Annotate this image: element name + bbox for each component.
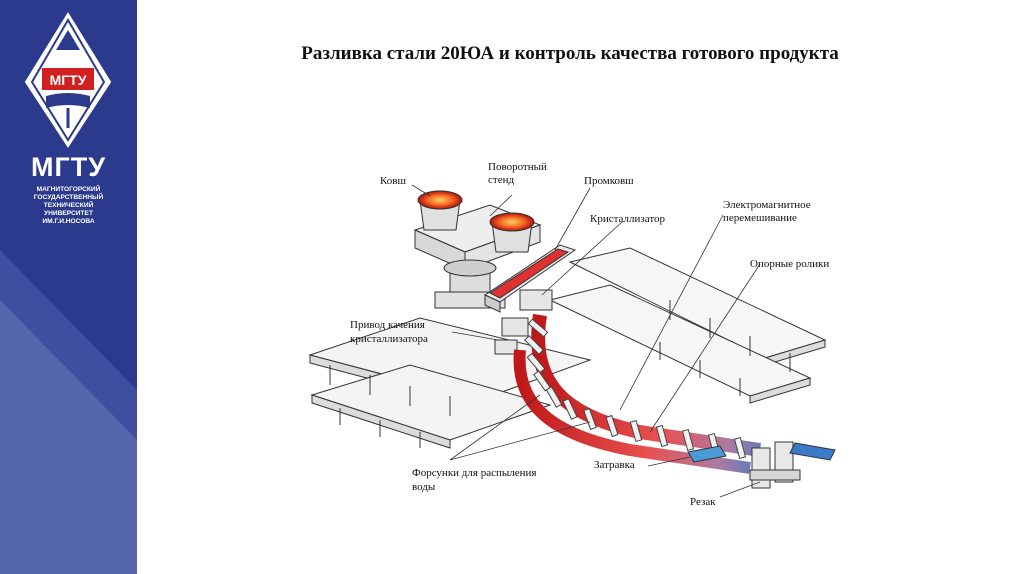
label-sprays-line2: воды xyxy=(412,481,436,493)
label-turret-line2: стенд xyxy=(488,174,514,186)
upper-platform xyxy=(548,247,827,404)
strand xyxy=(513,313,762,474)
label-ladle: Ковш xyxy=(380,175,406,187)
ladle-left xyxy=(417,190,463,231)
label-dummy-bar: Затравка xyxy=(594,459,635,471)
emblem-text: МГТУ xyxy=(50,72,87,88)
university-full-name: МАГНИТОГОРСКИЙ ГОСУДАРСТВЕННЫЙ ТЕХНИЧЕСК… xyxy=(0,186,137,226)
university-abbreviation: МГТУ xyxy=(30,152,107,182)
output-slab xyxy=(789,442,836,461)
university-emblem-icon: МГТУ xyxy=(24,12,112,148)
dummy-bar xyxy=(687,445,727,463)
tundish xyxy=(483,244,577,313)
ladle-right xyxy=(489,212,535,253)
university-name-line: ТЕХНИЧЕСКИЙ xyxy=(43,202,94,209)
label-ems-line1: Электромагнитное xyxy=(723,199,811,211)
label-sprays-line1: Форсунки для распыления xyxy=(412,467,536,479)
label-mold: Кристаллизатор xyxy=(590,213,665,225)
university-name-line: ИМ.Г.И.НОСОВА xyxy=(42,218,95,225)
sidebar: МГТУ МГТУ МАГНИТОГОРСКИЙ ГОСУДАРСТВЕННЫЙ… xyxy=(0,0,137,574)
university-name-line: ГОСУДАРСТВЕННЫЙ xyxy=(33,194,104,201)
support-rollers xyxy=(524,318,747,460)
slide-title: Разливка стали 20ЮА и контроль качества … xyxy=(301,43,839,64)
label-oscillation-line1: Привод качения xyxy=(350,319,425,331)
label-turret-line1: Поворотный xyxy=(488,161,547,173)
label-cutter: Резак xyxy=(690,496,716,508)
label-ems-line2: перемешивание xyxy=(723,212,797,224)
sidebar-diagonal-band xyxy=(0,250,137,574)
label-tundish: Промковш xyxy=(584,175,634,187)
continuous-casting-diagram: Ковш Поворотный стенд Промковш Кристалли… xyxy=(308,161,836,508)
label-rollers: Опорные ролики xyxy=(750,258,829,270)
label-oscillation-line2: кристаллизатора xyxy=(350,333,428,345)
mold-assembly xyxy=(494,289,553,355)
cutter xyxy=(749,441,801,489)
university-name-line: УНИВЕРСИТЕТ xyxy=(44,210,93,217)
leader-lines xyxy=(411,184,761,498)
university-name-line: МАГНИТОГОРСКИЙ xyxy=(36,186,101,193)
